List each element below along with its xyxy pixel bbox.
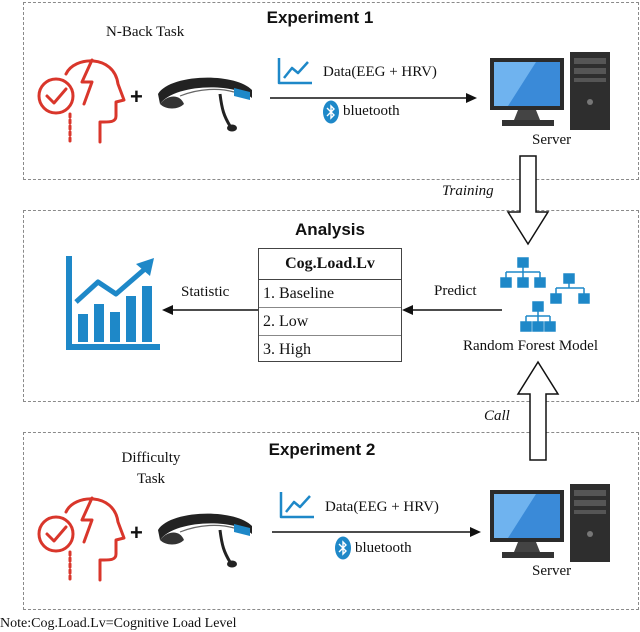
server-computer-icon — [490, 52, 610, 130]
experiment1-bluetooth-label: bluetooth — [343, 103, 400, 119]
experiment1-data-arrow — [270, 93, 477, 103]
experiment2-task-label-line1: Difficulty — [121, 450, 181, 466]
plus-sign: + — [130, 520, 143, 545]
experiment2-title: Experiment 2 — [268, 440, 376, 459]
experiment1-task-label: N-Back Task — [106, 24, 185, 40]
experiment1-title: Experiment 1 — [266, 8, 374, 27]
random-forest-model-label: Random Forest Model — [463, 338, 598, 354]
statistic-label: Statistic — [181, 284, 230, 300]
table-row: 2. Low — [259, 308, 401, 336]
experiment1-data-label: Data(EEG + HRV) — [323, 64, 437, 80]
data-line-icon — [279, 492, 314, 519]
experiment2-server-label: Server — [532, 563, 572, 579]
bar-chart-growth-icon — [66, 256, 160, 350]
plus-sign: + — [130, 84, 143, 109]
experiment1-panel — [23, 2, 639, 180]
brain-head-icon — [37, 58, 126, 144]
analysis-panel — [23, 210, 639, 402]
experiment2-task-label-line2: Task — [136, 471, 166, 487]
footnote: Note:Cog.Load.Lv=Cognitive Load Level — [0, 616, 237, 631]
call-arrow — [516, 360, 560, 461]
training-label: Training — [442, 183, 494, 199]
call-label: Call — [484, 408, 510, 424]
training-arrow — [506, 155, 550, 246]
experiment2-bluetooth-label: bluetooth — [355, 540, 412, 556]
brain-head-icon — [37, 496, 126, 582]
bluetooth-icon — [335, 536, 351, 560]
experiment2-panel — [23, 432, 639, 610]
experiment2-data-label: Data(EEG + HRV) — [325, 499, 439, 515]
table-row: 1. Baseline — [259, 280, 401, 308]
predict-arrow — [402, 305, 502, 315]
server-computer-icon — [490, 484, 610, 562]
experiment2-data-arrow — [272, 527, 481, 537]
statistic-arrow — [162, 305, 258, 315]
random-forest-icon — [500, 257, 590, 332]
headset-icon — [158, 513, 252, 568]
data-line-icon — [277, 58, 312, 85]
cognitive-load-table: Cog.Load.Lv 1. Baseline 2. Low 3. High — [258, 248, 402, 362]
table-row: 3. High — [263, 341, 311, 358]
headset-icon — [158, 77, 252, 132]
analysis-title: Analysis — [295, 220, 365, 239]
experiment1-server-label: Server — [532, 132, 572, 148]
table-header: Cog.Load.Lv — [259, 249, 401, 280]
bluetooth-icon — [323, 100, 339, 124]
predict-label: Predict — [434, 283, 477, 299]
